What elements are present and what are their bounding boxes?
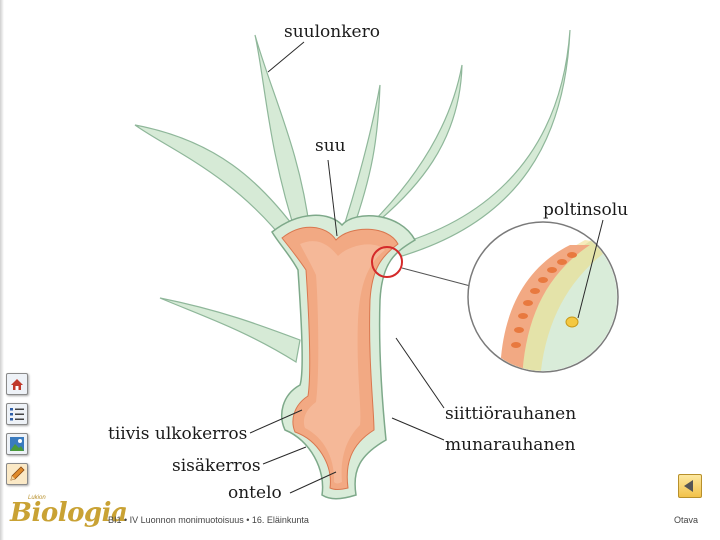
tentacle-upper-right — [349, 64, 463, 245]
home-button[interactable] — [6, 373, 28, 395]
zoom-inset — [467, 221, 619, 373]
home-icon — [11, 379, 23, 390]
label-suu: suu — [315, 136, 346, 156]
tentacle-right — [390, 29, 571, 257]
edit-button[interactable] — [6, 463, 28, 485]
footer-publisher: Otava — [674, 515, 699, 525]
arrow-left-icon — [684, 480, 693, 492]
label-siittiorauhanen: siittiörauhanen — [445, 404, 577, 424]
logo-small-text: Lukion — [28, 495, 46, 501]
zoom-connector — [401, 267, 479, 289]
list-button[interactable] — [6, 403, 28, 425]
leader-lines — [249, 41, 604, 494]
logo: Lukion Biologia — [10, 495, 128, 528]
tentacle-bud — [159, 297, 301, 363]
logo-main-text: Biologia — [10, 498, 128, 528]
image-button[interactable] — [6, 433, 28, 455]
label-suulonkero: suulonkero — [284, 22, 380, 42]
gut-cavity — [300, 241, 385, 484]
pencil-icon — [10, 466, 25, 481]
highlight-ring — [371, 246, 403, 278]
label-poltinsolu: poltinsolu — [543, 200, 629, 220]
tentacle-upper-left — [254, 34, 311, 241]
label-ontelo: ontelo — [228, 483, 282, 503]
list-icon — [10, 408, 24, 421]
image-icon — [10, 437, 24, 451]
label-sisakerros: sisäkerros — [172, 456, 261, 476]
label-munarauhanen: munarauhanen — [445, 435, 576, 455]
tentacle-center — [338, 84, 381, 240]
left-edge-shadow — [0, 0, 4, 540]
back-button[interactable] — [678, 474, 702, 498]
footer-caption: BI1 • IV Luonnon monimuotoisuus • 16. El… — [108, 515, 309, 525]
hydra-body — [134, 29, 571, 500]
label-tiivis-ulkokerros: tiivis ulkokerros — [108, 424, 248, 444]
